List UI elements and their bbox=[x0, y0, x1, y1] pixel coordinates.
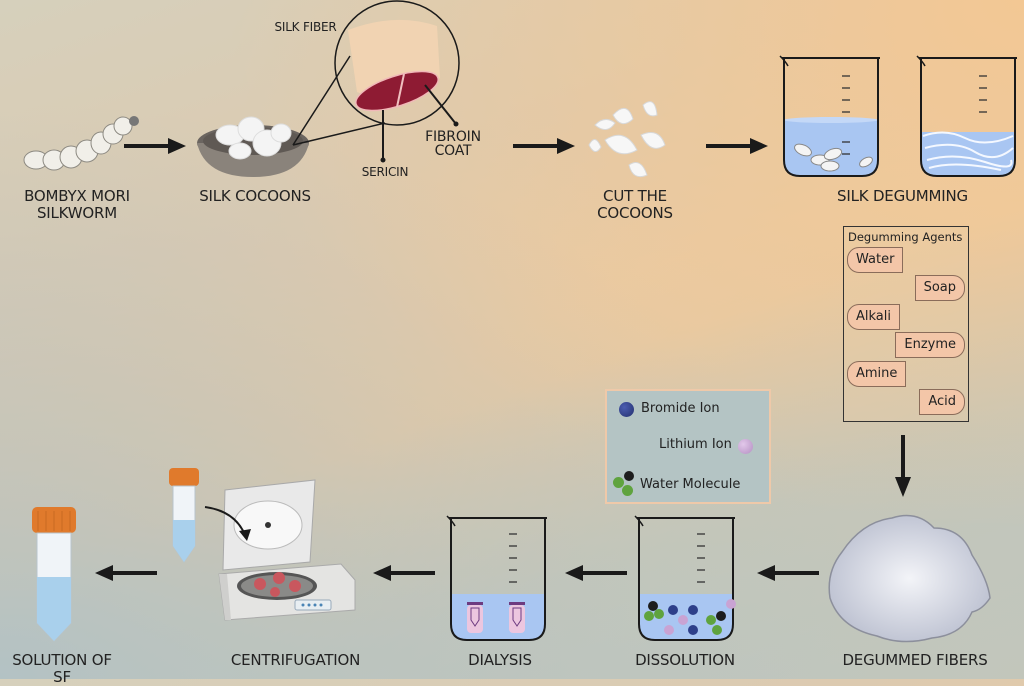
silk-fiber-label: SILK FIBER bbox=[274, 20, 337, 34]
bromide-ion-icon bbox=[619, 402, 634, 417]
arrow-left-icon bbox=[95, 565, 157, 581]
sericin-label: SERICIN bbox=[361, 165, 409, 179]
label-line: BOMBYX MORI bbox=[24, 187, 130, 205]
arrow-right-icon bbox=[124, 138, 186, 154]
degumming-agents-panel: Degumming Agents Water Soap Alkali Enzym… bbox=[843, 226, 969, 422]
step-label-silkworm: BOMBYX MORI SILKWORM bbox=[2, 188, 152, 222]
water-molecule-icon bbox=[622, 485, 633, 496]
agent-tag: Alkali bbox=[847, 304, 900, 330]
agent-tag: Amine bbox=[847, 361, 907, 387]
label-line: COAT bbox=[434, 143, 472, 159]
arrow-right-icon bbox=[513, 138, 575, 154]
fibroin-coat-label: FIBROIN COAT bbox=[418, 130, 488, 158]
sf-solution-tube-icon bbox=[32, 507, 76, 642]
arrow-down-icon bbox=[895, 435, 911, 497]
agent-tag: Water bbox=[847, 247, 904, 273]
curved-arrow-icon bbox=[204, 506, 251, 541]
ion-legend: Bromide Ion Lithium Ion Water Molecule bbox=[605, 389, 771, 504]
legend-label-lithium: Lithium Ion bbox=[659, 437, 732, 452]
agent-tag: Enzyme bbox=[895, 332, 965, 358]
step-label-dissolution: DISSOLUTION bbox=[635, 651, 735, 669]
agent-tag: Acid bbox=[919, 389, 965, 415]
legend-label-water: Water Molecule bbox=[640, 477, 741, 492]
centrifuge-icon bbox=[218, 479, 356, 621]
degumming-agents-title: Degumming Agents bbox=[848, 230, 963, 244]
lithium-ion-icon bbox=[738, 439, 753, 454]
step-label-cocoons: SILK COCOONS bbox=[199, 187, 311, 205]
label-line: SILKWORM bbox=[36, 204, 117, 222]
degummed-fibers-icon bbox=[828, 514, 991, 643]
arrow-left-icon bbox=[373, 565, 435, 581]
centrifuge-tube-icon bbox=[169, 468, 199, 563]
step-label-dialysis: DIALYSIS bbox=[468, 651, 532, 669]
arrow-left-icon bbox=[757, 565, 819, 581]
silk-fiber-callout bbox=[292, 0, 460, 163]
label-line: COCOONS bbox=[597, 204, 673, 222]
agent-tag: Soap bbox=[914, 275, 965, 301]
silkworm-icon bbox=[23, 116, 139, 171]
cut-cocoons-icon bbox=[588, 101, 666, 178]
label-line: FIBROIN bbox=[425, 129, 481, 145]
beaker-dissolution-icon bbox=[634, 515, 736, 641]
step-label-degummed: DEGUMMED FIBERS bbox=[842, 651, 988, 669]
step-label-cut: CUT THE COCOONS bbox=[575, 188, 695, 222]
beaker-dialysis-icon bbox=[446, 515, 547, 641]
water-molecule-icon bbox=[624, 471, 634, 481]
legend-label-bromide: Bromide Ion bbox=[641, 401, 720, 416]
water-molecule-icon bbox=[613, 477, 624, 488]
beaker-cocoons-icon bbox=[779, 55, 880, 177]
step-label-centrifugation: CENTRIFUGATION bbox=[230, 651, 361, 669]
step-label-solution: SOLUTION OF SF bbox=[12, 651, 112, 686]
beaker-fibers-icon bbox=[916, 55, 1017, 177]
step-label-degumming: SILK DEGUMMING bbox=[837, 187, 968, 205]
arrow-left-icon bbox=[565, 565, 627, 581]
arrow-right-icon bbox=[706, 138, 768, 154]
label-line: CUT THE bbox=[603, 187, 667, 205]
cocoon-bowl-icon bbox=[197, 116, 309, 177]
